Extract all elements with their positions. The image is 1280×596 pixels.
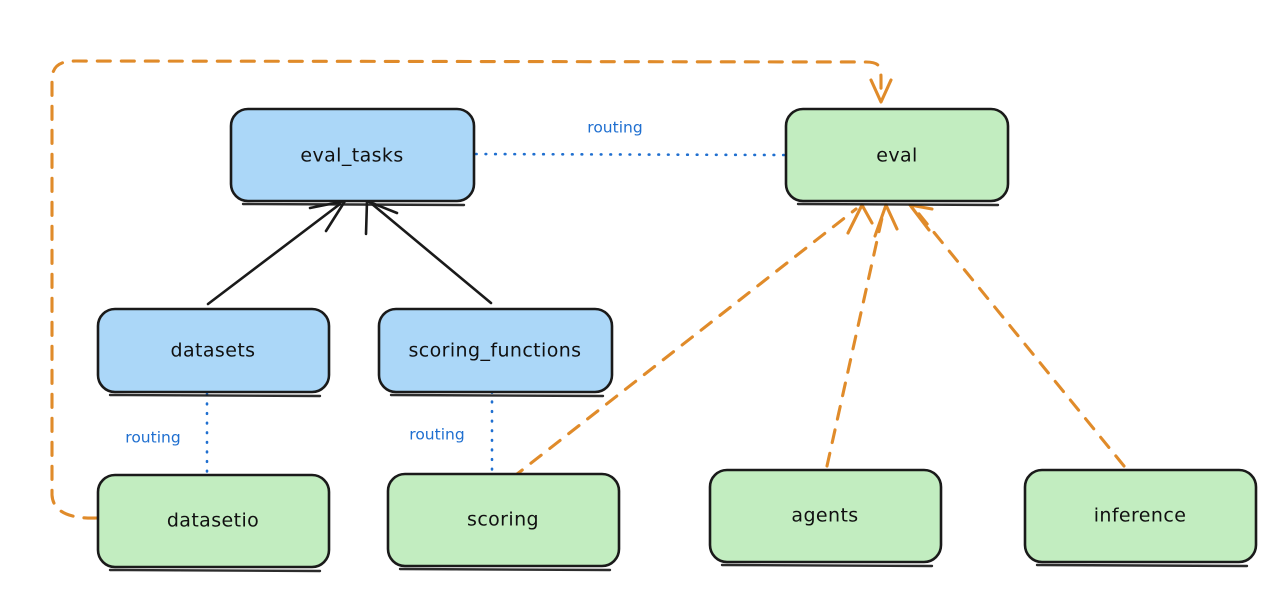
edge-agents-to-eval [825, 203, 899, 468]
node-eval_tasks-label: eval_tasks [300, 145, 403, 167]
node-inference[interactable]: inference [1023, 468, 1258, 568]
edge-datasets-to-eval_tasks [206, 199, 347, 306]
edge-inference-to-eval [908, 203, 1126, 468]
edge-label-routing-scoring: routing [409, 426, 464, 444]
node-scoring_functions[interactable]: scoring_functions [377, 307, 614, 398]
node-inference-label: inference [1094, 505, 1187, 527]
node-agents[interactable]: agents [708, 468, 943, 568]
node-scoring-label: scoring [467, 509, 539, 531]
node-eval-label: eval [876, 145, 917, 167]
node-datasets-shape[interactable] [96, 307, 331, 394]
node-inference-shape[interactable] [1023, 468, 1258, 564]
node-scoring_functions-shape[interactable] [377, 307, 614, 394]
node-datasets[interactable]: datasets [96, 307, 331, 398]
node-eval_tasks-shape[interactable] [229, 107, 476, 203]
node-eval-shape[interactable] [784, 107, 1010, 203]
node-agents-shape[interactable] [708, 468, 943, 564]
node-scoring[interactable]: scoring [386, 472, 621, 572]
edge-label-layer: routing routing routing [125, 119, 642, 447]
edge-label-routing-eval: routing [587, 119, 642, 137]
node-scoring-shape[interactable] [386, 472, 621, 568]
node-datasets-label: datasets [171, 340, 256, 362]
node-datasetio[interactable]: datasetio [96, 473, 331, 573]
node-eval[interactable]: eval [784, 107, 1010, 207]
edge-layer [50, 59, 1126, 520]
node-scoring_functions-label: scoring_functions [409, 340, 582, 362]
edge-label-routing-datasetio: routing [125, 429, 180, 447]
node-eval_tasks[interactable]: eval_tasks [229, 107, 476, 207]
edge-datasetio-to-eval [50, 59, 893, 520]
node-agents-label: agents [791, 505, 858, 527]
node-datasetio-shape[interactable] [96, 473, 331, 569]
node-datasetio-label: datasetio [167, 510, 259, 532]
edge-eval_tasks-to-eval [474, 152, 786, 157]
edge-scoring_functions-to-eval_tasks [364, 199, 493, 305]
